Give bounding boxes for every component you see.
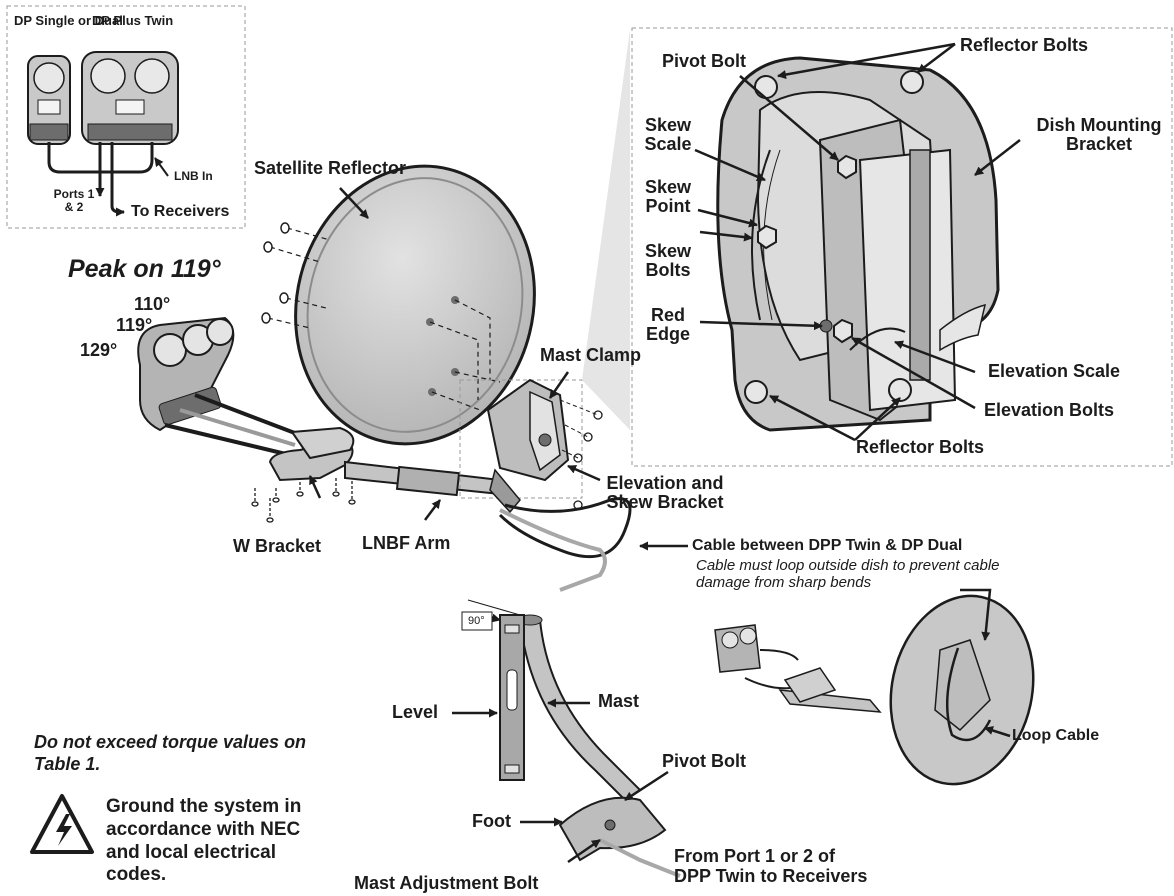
torque-note: Do not exceed torque values on Table 1. <box>34 732 354 775</box>
angle-119-label: 119° <box>116 316 152 335</box>
electrical-warning-icon <box>32 796 92 852</box>
cable-note-label: Cable must loop outside dish to prevent … <box>696 558 1016 591</box>
mast-label: Mast <box>598 692 639 711</box>
level-label: Level <box>392 703 438 722</box>
peak-label: Peak on 119° <box>68 256 221 282</box>
reflector-bolts-top-label: Reflector Bolts <box>960 36 1088 55</box>
loop-cable-inset-icon <box>715 583 1050 798</box>
lnb-inset <box>7 6 245 228</box>
dp-plus-label: DP Plus Twin <box>92 14 162 28</box>
cable-title-label: Cable between DPP Twin & DP Dual <box>692 538 962 555</box>
skew-bolts-label: Skew Bolts <box>638 242 698 280</box>
w-bracket-icon <box>252 428 355 522</box>
skew-scale-label: Skew Scale <box>638 116 698 154</box>
mast-assembly-icon <box>462 600 680 876</box>
elevation-skew-bracket-label: Elevation and Skew Bracket <box>600 474 730 512</box>
elevation-scale-label: Elevation Scale <box>988 362 1120 381</box>
ports-label: Ports 1 & 2 <box>52 188 96 213</box>
mast-adjustment-bolt-label: Mast Adjustment Bolt <box>354 874 538 893</box>
lnbf-arm-label: LNBF Arm <box>362 534 450 553</box>
pivot-bolt-mast-label: Pivot Bolt <box>662 752 746 771</box>
lnb-in-label: LNB In <box>174 170 213 183</box>
satellite-reflector-label: Satellite Reflector <box>254 159 406 178</box>
dp-single-lnb-icon <box>28 56 70 144</box>
dp-single-label: DP Single or Dual <box>14 14 84 28</box>
skew-point-label: Skew Point <box>638 178 698 216</box>
lnbf-arm-icon <box>345 462 500 495</box>
angle-129-label: 129° <box>80 341 117 360</box>
loop-cable-label: Loop Cable <box>1012 728 1099 745</box>
to-receivers-label: To Receivers <box>131 204 229 221</box>
ground-note: Ground the system in accordance with NEC… <box>106 796 306 887</box>
dish-mounting-bracket-label: Dish Mounting Bracket <box>1024 116 1174 154</box>
red-edge-label: Red Edge <box>638 306 698 344</box>
elevation-bolts-label: Elevation Bolts <box>984 401 1114 420</box>
foot-label: Foot <box>472 812 511 831</box>
angle-110-label: 110° <box>134 295 170 314</box>
angle-90-label: 90° <box>468 616 485 628</box>
coax-to-mast <box>500 510 605 590</box>
from-port-label: From Port 1 or 2 of DPP Twin to Receiver… <box>674 846 874 886</box>
dp-plus-twin-lnb-icon <box>82 52 178 144</box>
mast-clamp-label: Mast Clamp <box>540 346 641 365</box>
pivot-bolt-label: Pivot Bolt <box>662 52 746 71</box>
w-bracket-label: W Bracket <box>233 537 321 556</box>
zoom-highlight <box>582 30 630 430</box>
reflector-bolts-bottom-label: Reflector Bolts <box>856 438 984 457</box>
